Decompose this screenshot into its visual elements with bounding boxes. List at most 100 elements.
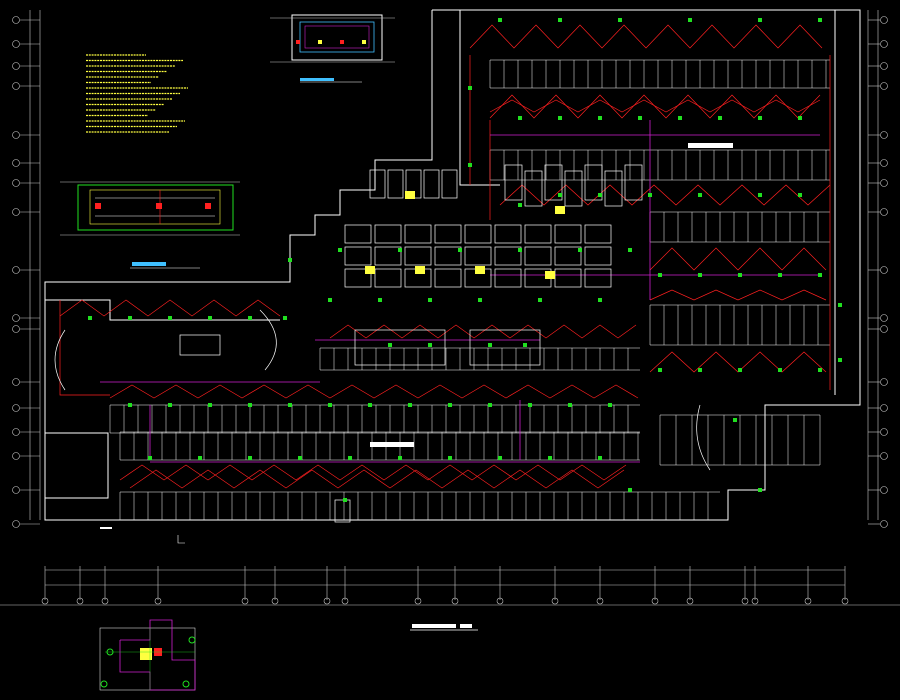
light-fixture-icon	[428, 298, 432, 302]
grid-bubble-icon	[341, 597, 349, 605]
light-fixture-icon	[248, 456, 252, 460]
light-fixture-icon	[818, 273, 822, 277]
light-fixture-icon	[738, 273, 742, 277]
grid-bubble-icon	[841, 597, 849, 605]
light-fixture-icon	[298, 456, 302, 460]
light-fixture-icon	[838, 358, 842, 362]
light-fixture-icon	[628, 488, 632, 492]
grid-bubble-icon	[880, 404, 888, 412]
grid-bubble-icon	[880, 378, 888, 386]
distribution-box-icon	[555, 206, 565, 214]
light-fixture-icon	[498, 456, 502, 460]
light-fixture-icon	[598, 193, 602, 197]
light-fixture-icon	[518, 203, 522, 207]
grid-bubble-icon	[12, 486, 20, 494]
grid-bubble-icon	[880, 40, 888, 48]
light-fixture-icon	[408, 403, 412, 407]
grid-bubble-icon	[880, 16, 888, 24]
grid-bubble-icon	[880, 520, 888, 528]
light-fixture-icon	[698, 193, 702, 197]
light-fixture-icon	[618, 18, 622, 22]
light-fixture-icon	[558, 193, 562, 197]
bottom-dimension-strip	[0, 566, 900, 606]
light-fixture-icon	[758, 116, 762, 120]
light-fixture-icon	[658, 273, 662, 277]
light-fixture-icon	[498, 18, 502, 22]
light-fixture-icon	[88, 316, 92, 320]
grid-bubble-icon	[101, 597, 109, 605]
light-fixture-icon	[758, 18, 762, 22]
distribution-box-icon	[365, 266, 375, 274]
distribution-box-icon	[545, 271, 555, 279]
light-fixture-icon	[518, 248, 522, 252]
light-fixture-icon	[468, 86, 472, 90]
grid-bubble-icon	[880, 314, 888, 322]
light-fixture-icon	[778, 368, 782, 372]
grid-bubble-icon	[880, 62, 888, 70]
grid-bubble-icon	[12, 208, 20, 216]
light-fixture-icon	[328, 298, 332, 302]
light-fixture-icon	[208, 403, 212, 407]
light-fixture-icon	[758, 488, 762, 492]
light-fixture-icon	[818, 18, 822, 22]
grid-bubble-icon	[880, 131, 888, 139]
grid-bubble-icon	[12, 378, 20, 386]
main-plan-outline	[44, 9, 861, 521]
light-fixture-icon	[538, 298, 542, 302]
light-fixtures	[88, 18, 842, 502]
grid-bubble-icon	[12, 131, 20, 139]
light-fixture-icon	[778, 273, 782, 277]
light-fixture-icon	[288, 258, 292, 262]
grid-bubble-icon	[880, 325, 888, 333]
light-fixture-icon	[488, 343, 492, 347]
grid-bubble-icon	[12, 82, 20, 90]
light-fixture-icon	[128, 316, 132, 320]
grid-bubble-icon	[241, 597, 249, 605]
light-fixture-icon	[338, 248, 342, 252]
light-fixture-icon	[128, 403, 132, 407]
distribution-box-icon	[415, 266, 425, 274]
light-fixture-icon	[648, 193, 652, 197]
light-fixture-icon	[798, 193, 802, 197]
light-fixture-icon	[478, 298, 482, 302]
grid-bubble-icon	[651, 597, 659, 605]
grid-bubble-icon	[880, 428, 888, 436]
light-fixture-icon	[468, 163, 472, 167]
light-fixture-icon	[518, 116, 522, 120]
light-fixture-icon	[198, 456, 202, 460]
grid-bubble-icon	[880, 159, 888, 167]
light-fixture-icon	[678, 116, 682, 120]
light-fixture-icon	[168, 403, 172, 407]
light-fixture-icon	[283, 316, 287, 320]
light-fixture-icon	[458, 248, 462, 252]
light-fixture-icon	[598, 298, 602, 302]
grid-bubble-icon	[496, 597, 504, 605]
light-fixture-icon	[598, 456, 602, 460]
drawing-title-mark	[410, 624, 478, 631]
light-fixture-icon	[378, 298, 382, 302]
grid-bubble-icon	[12, 428, 20, 436]
light-fixture-icon	[608, 403, 612, 407]
grid-bubble-icon	[880, 266, 888, 274]
key-plan	[99, 619, 196, 691]
light-fixture-icon	[758, 193, 762, 197]
grid-bubble-icon	[12, 16, 20, 24]
grid-bubble-icon	[551, 597, 559, 605]
distribution-box-icon	[405, 191, 415, 199]
light-fixture-icon	[488, 403, 492, 407]
grid-bubble-icon	[880, 82, 888, 90]
grid-bubble-icon	[12, 452, 20, 460]
grid-bubble-icon	[12, 404, 20, 412]
grid-bubble-icon	[41, 597, 49, 605]
grid-bubble-icon	[880, 486, 888, 494]
light-fixture-icon	[248, 403, 252, 407]
light-fixture-icon	[148, 456, 152, 460]
light-fixture-icon	[798, 116, 802, 120]
light-fixture-icon	[818, 368, 822, 372]
light-fixture-icon	[448, 456, 452, 460]
light-fixture-icon	[838, 303, 842, 307]
grid-bubble-icon	[12, 179, 20, 187]
light-fixture-icon	[428, 343, 432, 347]
light-fixture-icon	[348, 456, 352, 460]
grid-bubble-icon	[12, 325, 20, 333]
